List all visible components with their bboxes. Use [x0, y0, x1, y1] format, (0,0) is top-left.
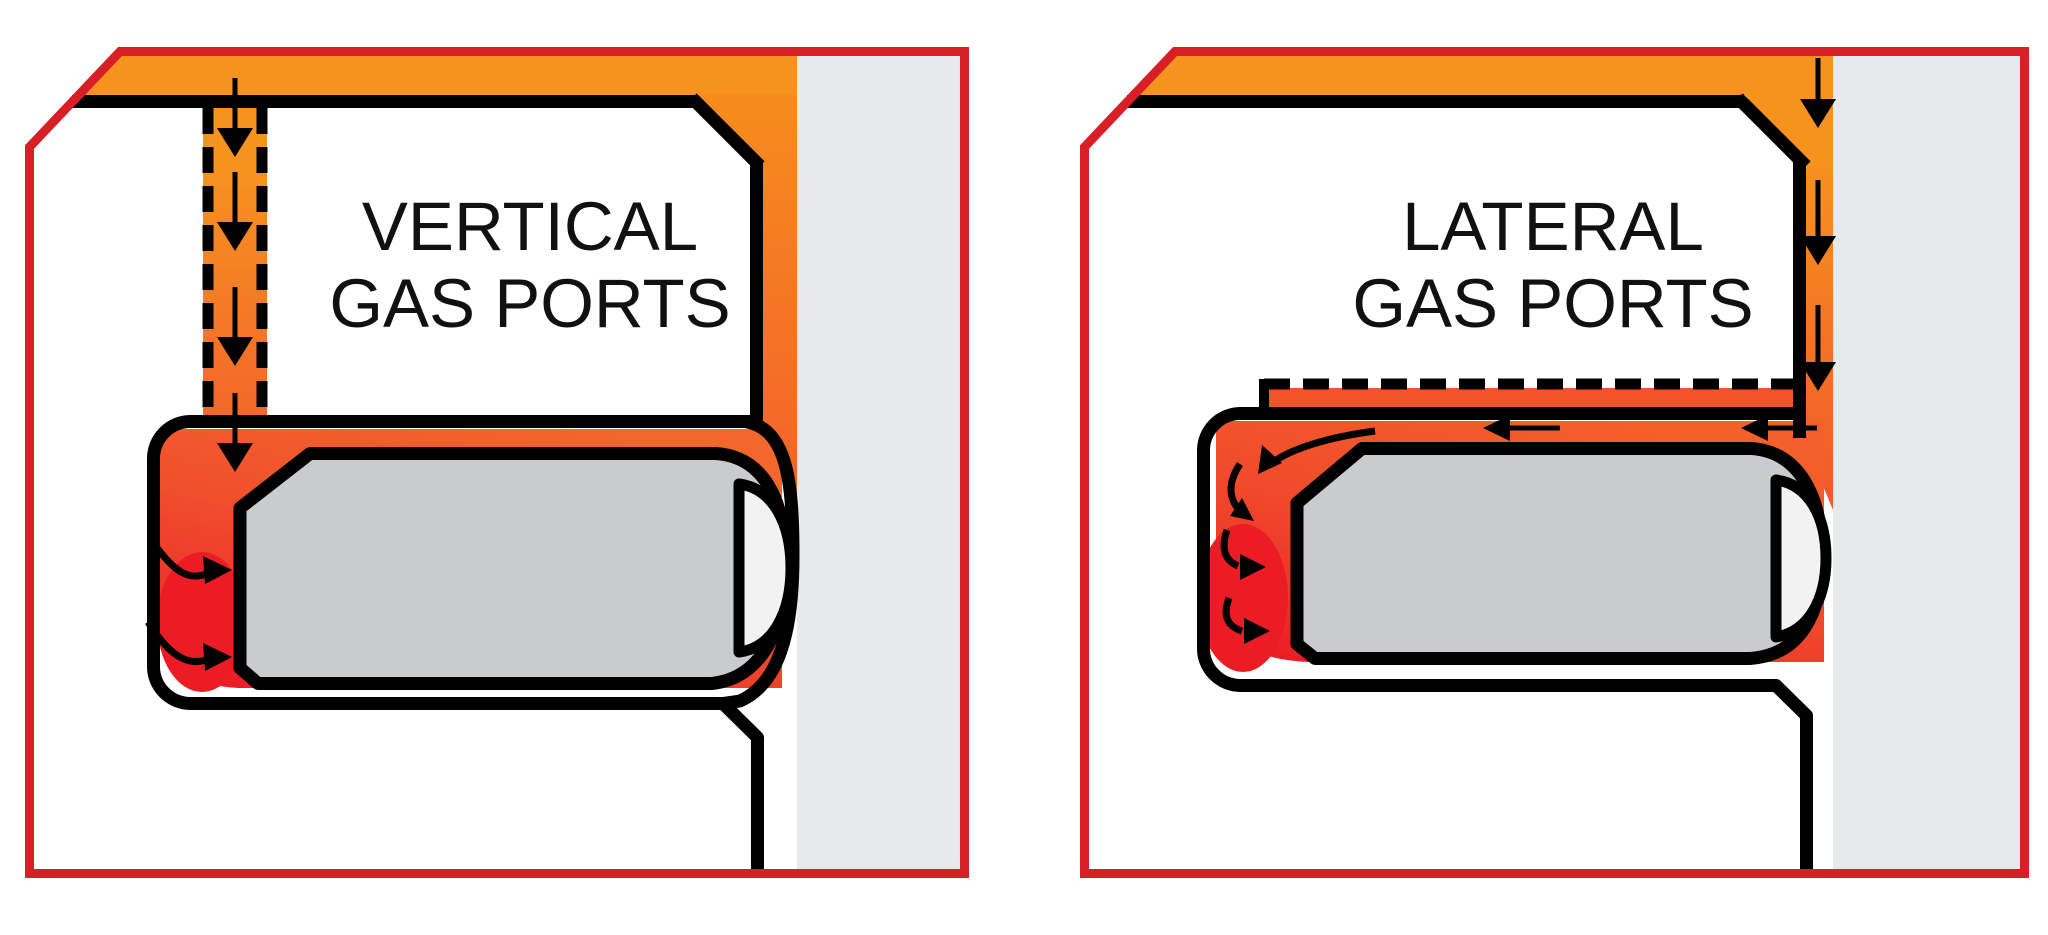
down-arrow-icon — [217, 287, 253, 366]
panel-title-line1: LATERAL — [1402, 188, 1704, 265]
curved-flow-arrow-icon — [1227, 462, 1254, 521]
curved-flow-arrow-icon — [147, 536, 232, 584]
down-arrow-icon — [1800, 58, 1836, 128]
vertical-gas-channel — [1745, 95, 1833, 510]
port-block-corner — [1733, 93, 1811, 171]
down-arrow-icon — [217, 172, 253, 251]
wall-column — [1833, 56, 2020, 869]
gas-strip-right — [697, 95, 797, 515]
gas-band-top — [1134, 56, 1833, 95]
down-arrow-icon — [217, 78, 253, 157]
down-arrow-icon — [1800, 180, 1836, 265]
down-arrow-icon — [1800, 305, 1836, 391]
chamber-outline — [1196, 407, 1813, 869]
chamber-cap-outline — [722, 415, 800, 710]
left-arrow-icon — [1483, 415, 1560, 441]
left-arrow-icon — [1741, 415, 1817, 441]
chamber-outline — [146, 415, 764, 869]
lateral-gas-ports-panel: LATERAL GAS PORTS — [1080, 47, 2029, 878]
panel-border — [25, 47, 969, 878]
piston-cap — [1770, 474, 1832, 643]
panel-title-line2: GAS PORTS — [329, 265, 730, 342]
vertical-gas-ports-panel: VERTICAL GAS PORTS — [25, 47, 969, 878]
curved-flow-arrow-icon — [1222, 596, 1270, 644]
piston — [233, 447, 793, 690]
vertical-gas-channel — [203, 108, 267, 420]
hot-gas-blob — [1198, 524, 1288, 672]
panel-border — [1080, 47, 2029, 878]
piston — [1290, 442, 1829, 665]
curved-flow-arrow-icon — [1220, 528, 1266, 580]
port-block-corner — [687, 93, 765, 171]
panel-title-line1: VERTICAL — [362, 188, 698, 265]
gas-band-top — [79, 56, 797, 95]
down-arrow-icon — [217, 393, 253, 472]
panel-title-line2: GAS PORTS — [1352, 265, 1753, 342]
curved-flow-arrow-icon — [145, 620, 232, 671]
wall-column — [797, 56, 960, 869]
curved-flow-arrow-icon — [1258, 427, 1376, 474]
